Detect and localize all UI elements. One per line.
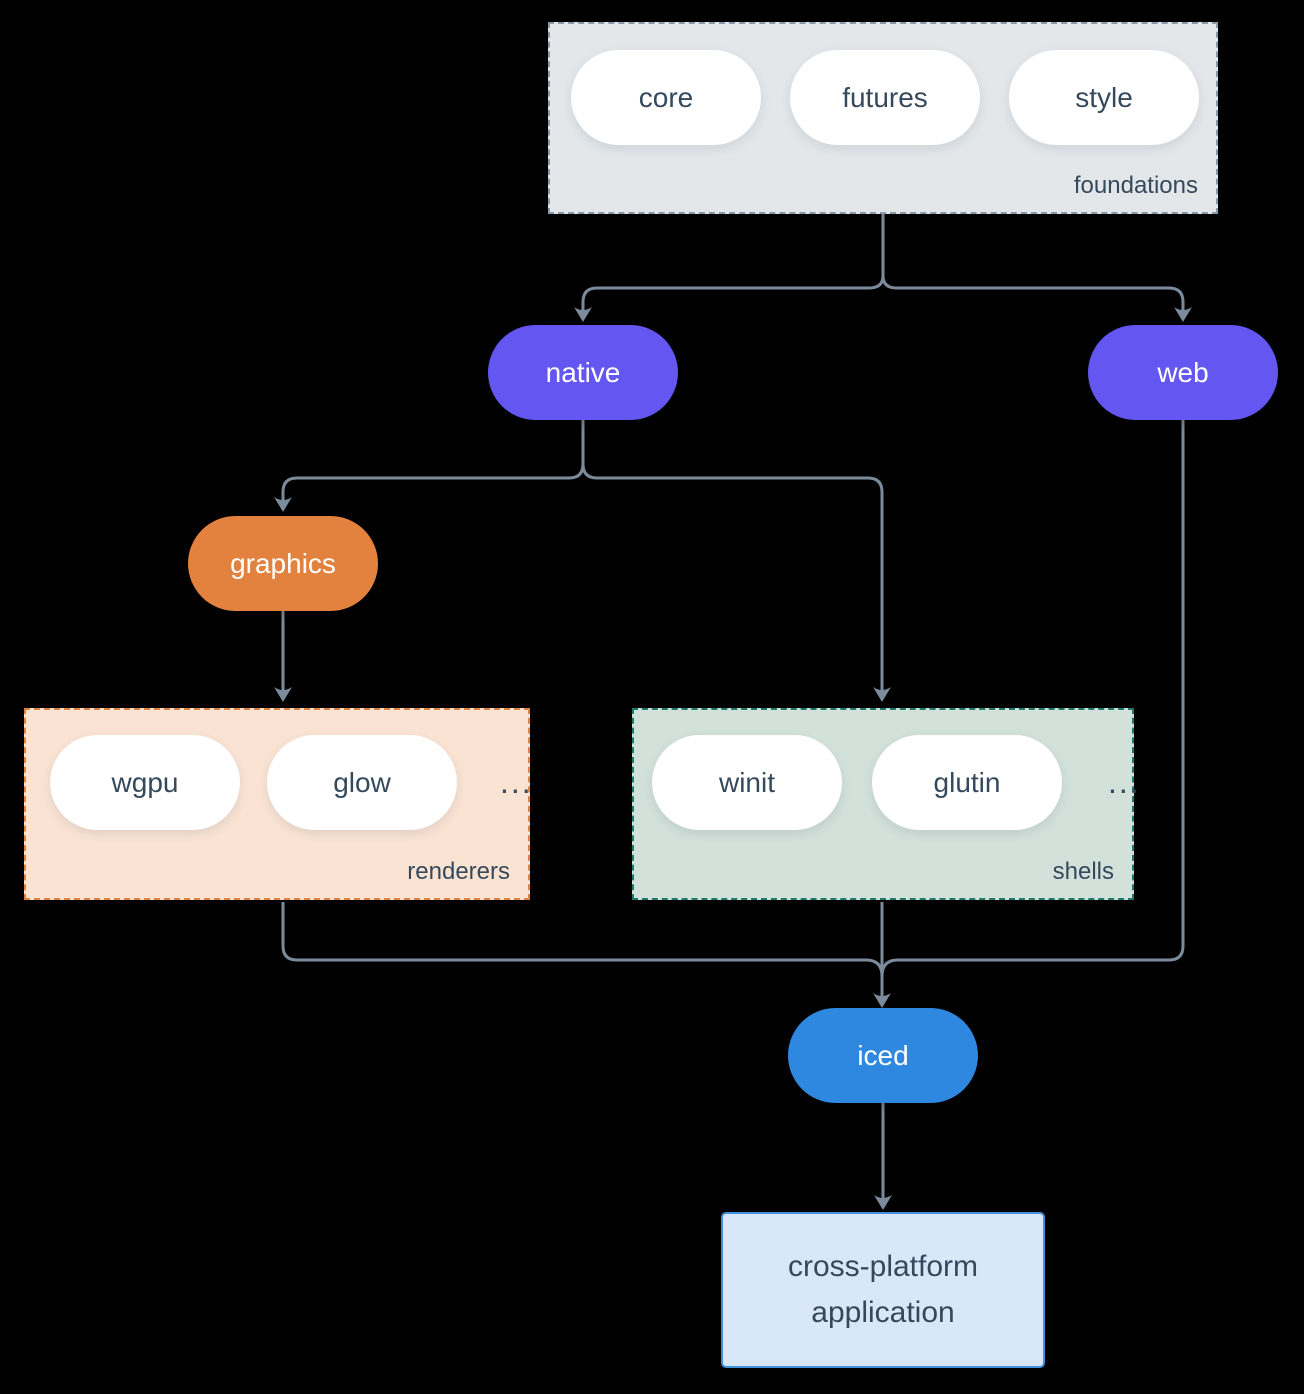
node-iced: iced — [788, 1008, 978, 1103]
node-web: web — [1088, 325, 1278, 420]
application-box: cross-platform application — [721, 1212, 1045, 1368]
renderers-pill-row: wgpu glow ... — [50, 735, 533, 830]
pill-core: core — [571, 50, 761, 145]
renderers-group-box: wgpu glow ... renderers — [24, 708, 533, 900]
arrowhead-web — [1174, 307, 1192, 322]
application-label: cross-platform application — [787, 1249, 979, 1330]
edge-renderers-iced — [281, 902, 884, 977]
shells-label: shells — [1052, 858, 1114, 885]
shells-more-dots: ... — [1108, 764, 1141, 800]
renderers-more-dots: ... — [500, 764, 533, 800]
foundations-group-box: core futures style foundations — [548, 22, 1218, 214]
edge-web-iced — [880, 420, 1185, 977]
edge-foundations-native — [581, 214, 885, 310]
edge-native-shells — [581, 420, 884, 690]
pill-glutin: glutin — [872, 735, 1062, 830]
arrowhead-renderers — [274, 687, 292, 702]
foundations-label: foundations — [1073, 172, 1198, 199]
edge-foundations-web — [881, 214, 1185, 310]
pill-wgpu: wgpu — [50, 735, 240, 830]
edge-native-graphics — [281, 420, 585, 500]
renderers-label: renderers — [407, 858, 510, 885]
arrowhead-graphics — [274, 497, 292, 512]
pill-glow: glow — [267, 735, 457, 830]
shells-group-box: winit glutin ... shells — [632, 708, 1139, 900]
pill-futures: futures — [790, 50, 980, 145]
foundations-pill-row: core futures style — [571, 50, 1199, 145]
node-graphics: graphics — [188, 516, 378, 611]
arrowhead-shells — [873, 687, 891, 702]
arrowhead-application — [874, 1195, 892, 1210]
pill-style: style — [1009, 50, 1199, 145]
shells-pill-row: winit glutin ... — [652, 735, 1141, 830]
arrowhead-iced — [873, 993, 891, 1008]
node-native: native — [488, 325, 678, 420]
arrowhead-native — [574, 307, 592, 322]
pill-winit: winit — [652, 735, 842, 830]
